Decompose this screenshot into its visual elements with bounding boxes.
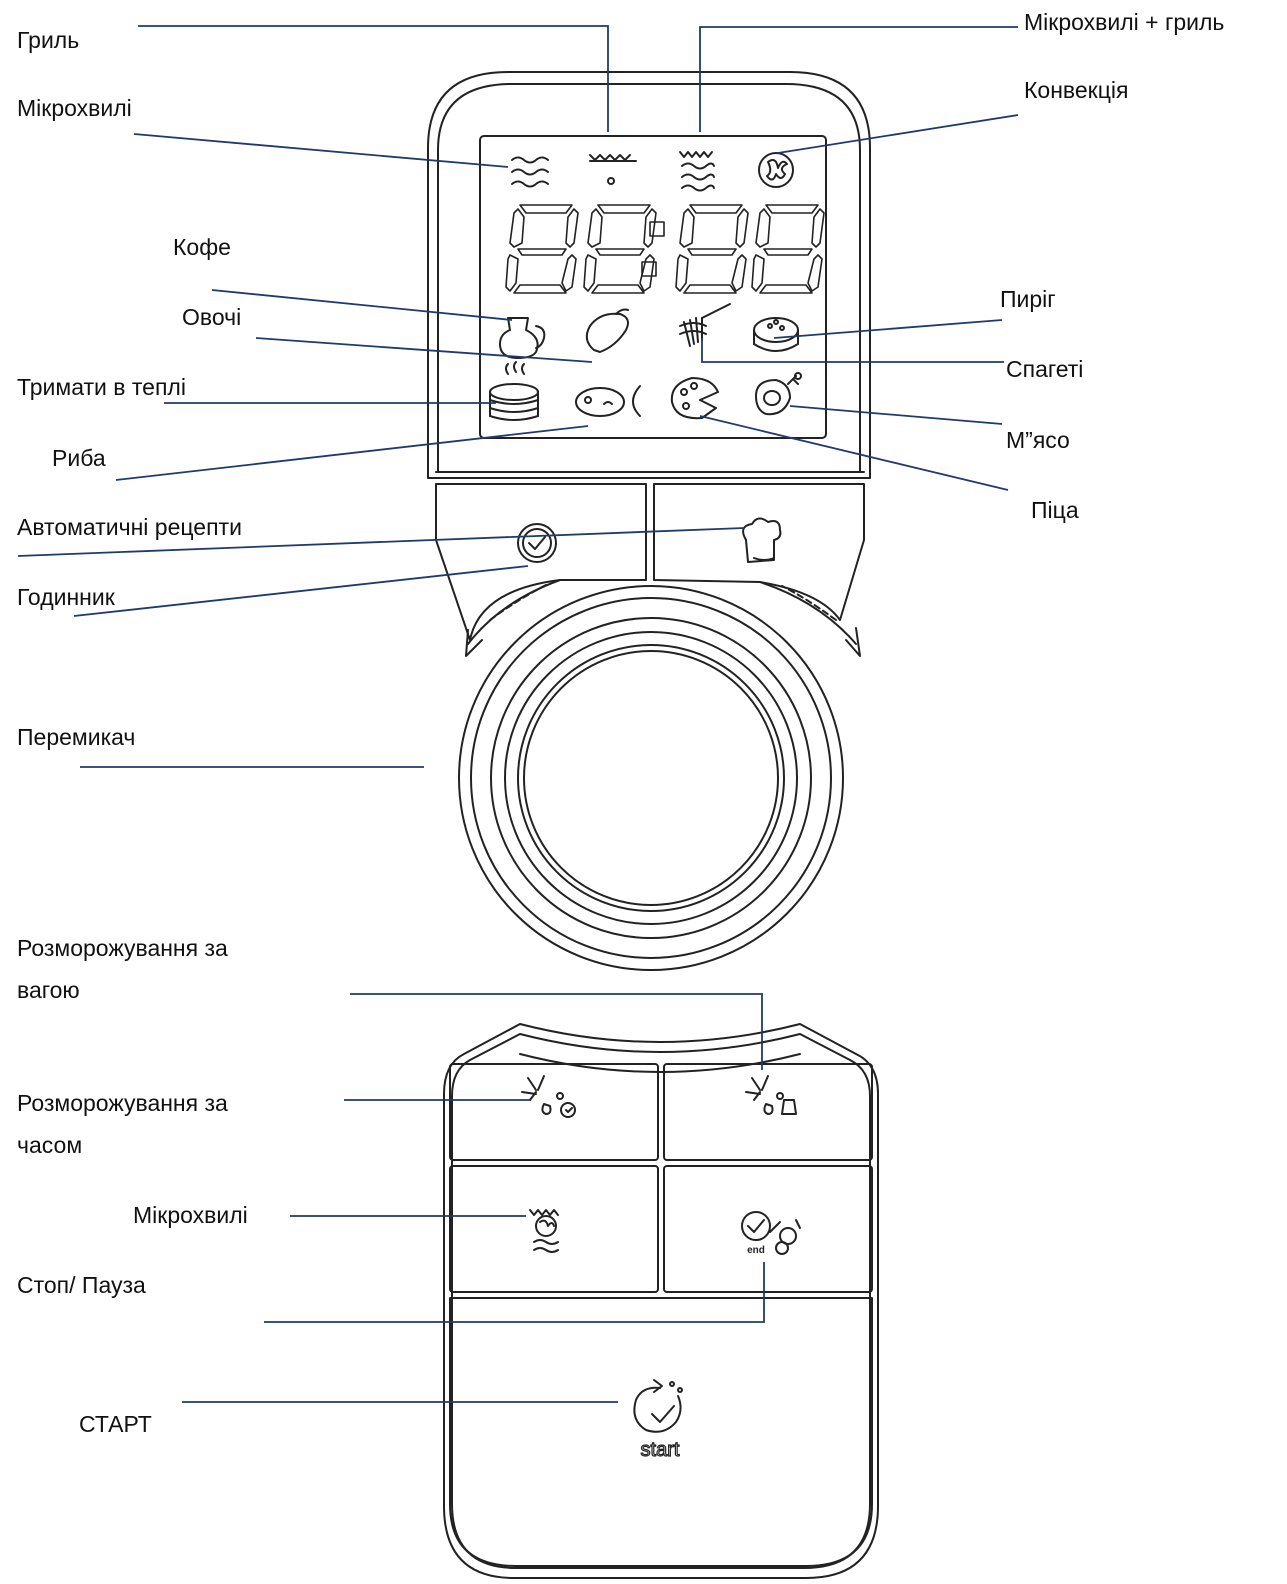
display-window xyxy=(479,135,827,439)
label-defrost-time-1: Розморожування за xyxy=(17,1090,228,1116)
defrost-weight-icon xyxy=(745,1075,797,1115)
label-meat: М”ясо xyxy=(1006,427,1070,453)
label-microwave-top: Мікрохвилі xyxy=(17,95,132,121)
label-convection: Конвекція xyxy=(1024,77,1129,103)
end-icon xyxy=(741,1211,801,1255)
leader-stop-pause xyxy=(264,1262,765,1323)
label-vegetables: Овочі xyxy=(182,304,242,330)
leader-coffee xyxy=(211,289,513,321)
leader-spaghetti xyxy=(701,338,1004,363)
top-button-arc xyxy=(519,1053,801,1073)
left-rotation-arc xyxy=(467,579,561,645)
meat-icon xyxy=(755,372,802,416)
label-keep-warm: Тримати в теплі xyxy=(17,374,186,400)
left-arrow-tip xyxy=(465,629,483,657)
leader-defrost-weight xyxy=(350,993,763,1070)
start-icon xyxy=(633,1379,683,1433)
microwave-button-icon xyxy=(529,1209,559,1253)
pizza-icon xyxy=(670,377,719,420)
leader-convection xyxy=(777,114,1019,154)
auto-recipe-button-outline xyxy=(653,483,865,621)
label-spaghetti: Спагеті xyxy=(1006,356,1084,382)
defrost-weight-button[interactable] xyxy=(663,1063,873,1161)
label-start: СТАРТ xyxy=(79,1411,152,1437)
start-button[interactable] xyxy=(449,1297,873,1567)
label-defrost-weight-2: вагою xyxy=(17,977,80,1003)
keep-warm-plates-icon xyxy=(489,361,539,421)
label-fish: Риба xyxy=(52,445,106,471)
leader-lines xyxy=(17,25,1019,1403)
seven-segment-display xyxy=(505,204,825,294)
leader-vegetables xyxy=(255,337,593,363)
label-defrost-time-2: часом xyxy=(17,1132,83,1158)
label-grill: Гриль xyxy=(17,27,80,53)
leader-microwave-top xyxy=(133,133,509,168)
leader-fish xyxy=(115,425,589,481)
digit-4 xyxy=(751,204,825,294)
top-housing-inner xyxy=(437,83,861,473)
defrost-time-icon xyxy=(521,1075,576,1118)
grill-mode-icon xyxy=(589,154,637,185)
label-pizza: Піца xyxy=(1031,497,1079,523)
clock-icon xyxy=(517,523,557,563)
chef-hat-icon xyxy=(742,517,782,563)
digit-3 xyxy=(675,204,749,294)
right-rotation-dots xyxy=(781,585,837,621)
microwave-mode-icon xyxy=(511,156,549,188)
colon-bottom xyxy=(641,261,657,277)
right-rotation-arc xyxy=(759,581,857,645)
spaghetti-fork-icon xyxy=(679,303,731,347)
top-housing-outline xyxy=(427,71,871,479)
right-arrow-tip xyxy=(845,627,861,657)
fish-icon xyxy=(575,385,641,417)
label-coffee: Кофе xyxy=(173,234,231,260)
leader-grill xyxy=(138,25,609,132)
label-microwave-button: Мікрохвилі xyxy=(133,1202,248,1228)
lower-housing-inner xyxy=(451,1033,871,1569)
label-auto-recipes: Автоматичні рецепти xyxy=(17,514,242,540)
vegetable-eggplant-icon xyxy=(585,308,629,353)
label-microwave-grill: Мікрохвилі + гриль xyxy=(1024,9,1225,35)
leader-pie xyxy=(773,319,1003,339)
pie-cake-icon xyxy=(753,317,799,352)
coffee-pot-icon xyxy=(499,317,546,359)
label-stop-pause: Стоп/ Пауза xyxy=(17,1272,146,1298)
microwave-grill-mode-icon xyxy=(679,151,715,192)
leader-meat xyxy=(789,405,1003,425)
label-defrost-weight-1: Розморожування за xyxy=(17,935,228,961)
convection-mode-icon xyxy=(758,152,794,188)
leader-auto-recipes xyxy=(17,527,745,557)
leader-pizza xyxy=(699,415,1009,491)
colon-top xyxy=(649,221,665,237)
left-rotation-dots xyxy=(489,583,549,621)
start-caption: start xyxy=(641,1439,680,1461)
leader-microwave-grill xyxy=(699,26,1018,132)
defrost-time-button[interactable] xyxy=(449,1063,659,1161)
digit-1 xyxy=(505,204,579,294)
label-clock: Годинник xyxy=(17,584,115,610)
leader-clock xyxy=(73,565,529,617)
lower-housing-outline xyxy=(443,1023,879,1579)
label-pie: Пиріг xyxy=(1000,286,1056,312)
dial-knob[interactable] xyxy=(458,585,844,971)
end-caption: end xyxy=(747,1245,765,1256)
microwave-button[interactable] xyxy=(449,1165,659,1293)
label-switch: Перемикач xyxy=(17,724,136,750)
stop-pause-button[interactable] xyxy=(663,1165,873,1293)
digit-2 xyxy=(583,204,657,294)
